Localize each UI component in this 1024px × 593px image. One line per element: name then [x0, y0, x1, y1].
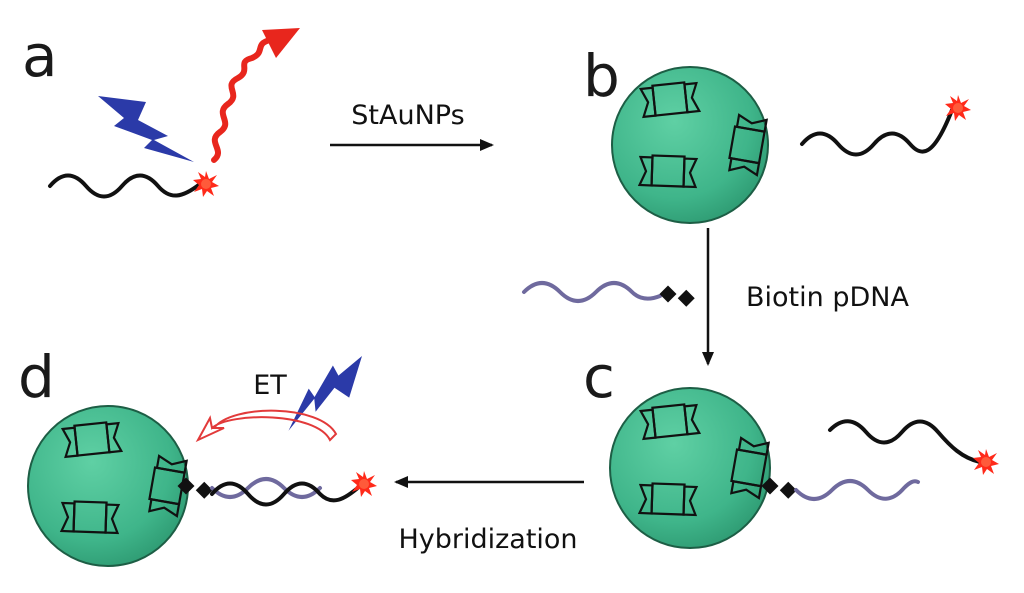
panel-d: ET — [27, 345, 377, 567]
target-dna-strand — [800, 108, 954, 157]
panel-label-b: b — [583, 42, 620, 110]
excitation-bolt-icon — [288, 345, 362, 442]
panel-b — [611, 66, 971, 224]
streptavidin-gold-nanoparticle — [609, 387, 771, 549]
emission-wave-icon — [211, 37, 273, 163]
step-label-hybridization: Hybridization — [398, 524, 577, 555]
target-dna-strand — [210, 481, 362, 507]
probe-dna-strand — [522, 281, 662, 303]
panel-label-d: d — [18, 343, 55, 411]
panel-c — [609, 387, 999, 549]
fluorophore-icon — [351, 471, 377, 497]
step-label-staunps: StAuNPs — [351, 100, 464, 131]
streptavidin-gold-nanoparticle — [611, 66, 769, 224]
target-dna-strand — [48, 173, 202, 199]
streptavidin-gold-nanoparticle — [27, 405, 189, 567]
energy-transfer-arrow-icon — [195, 409, 338, 443]
step-label-biotin-pdna: Biotin pDNA — [746, 282, 909, 313]
panel-label-c: c — [583, 343, 615, 411]
probe-dna-strand — [210, 477, 322, 499]
probe-dna-strand — [794, 479, 920, 501]
target-dna-strand — [828, 419, 982, 464]
excitation-bolt-icon — [98, 96, 194, 162]
panel-a — [48, 28, 300, 199]
biotin-icon — [659, 285, 695, 307]
panel-label-a: a — [22, 22, 58, 90]
step-label-et: ET — [253, 370, 287, 401]
emission-arrowhead-icon — [262, 28, 300, 58]
